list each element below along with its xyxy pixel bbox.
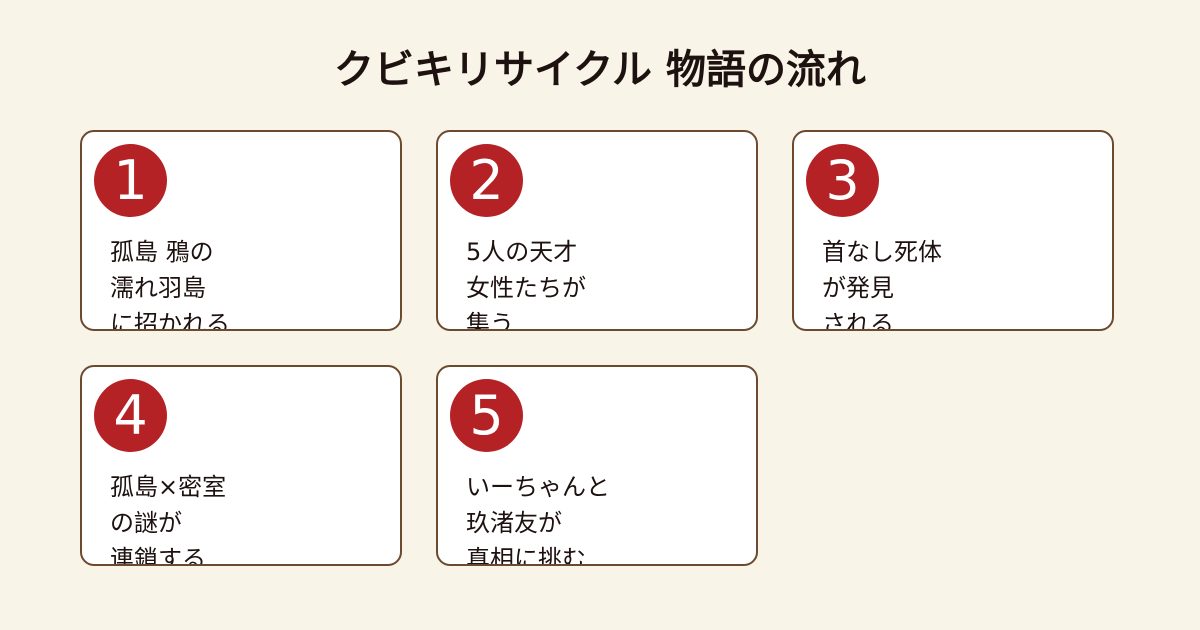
step-description: 首なし死体 が発見 される <box>822 234 1102 331</box>
step-number-badge: 5 <box>450 379 523 452</box>
step-line: に招かれる <box>110 310 230 331</box>
step-number-badge: 1 <box>94 144 167 217</box>
step-line: の謎が <box>110 509 182 537</box>
step-number-badge: 2 <box>450 144 523 217</box>
step-card-2: 2 5人の天才 女性たちが 集う <box>436 130 758 331</box>
step-card-1: 1 孤島 鴉の 濡れ羽島 に招かれる <box>80 130 402 331</box>
step-description: 孤島 鴉の 濡れ羽島 に招かれる <box>110 234 390 331</box>
step-description: 5人の天才 女性たちが 集う <box>466 234 746 331</box>
step-description: 孤島×密室 の謎が 連鎖する <box>110 469 390 566</box>
step-line: 孤島×密室 <box>110 473 227 501</box>
step-line: 真相に挑む <box>466 545 586 566</box>
step-line: いーちゃんと <box>466 473 610 501</box>
step-line: が発見 <box>822 274 894 302</box>
diagram-title: クビキリサイクル 物語の流れ <box>334 47 866 93</box>
step-line: 孤島 鴉の <box>110 238 214 266</box>
step-line: 玖渚友が <box>466 509 562 537</box>
step-line: 濡れ羽島 <box>110 274 206 302</box>
step-card-5: 5 いーちゃんと 玖渚友が 真相に挑む <box>436 365 758 566</box>
step-number-badge: 4 <box>94 379 167 452</box>
step-description: いーちゃんと 玖渚友が 真相に挑む <box>466 469 746 566</box>
step-line: 5人の天才 <box>466 238 578 266</box>
step-card-4: 4 孤島×密室 の謎が 連鎖する <box>80 365 402 566</box>
step-line: 首なし死体 <box>822 238 942 266</box>
step-number-badge: 3 <box>806 144 879 217</box>
step-line: 連鎖する <box>110 545 206 566</box>
step-card-3: 3 首なし死体 が発見 される <box>792 130 1114 331</box>
step-line: 女性たちが <box>466 274 586 302</box>
step-line: 集う <box>466 310 514 331</box>
step-line: される <box>822 310 894 331</box>
